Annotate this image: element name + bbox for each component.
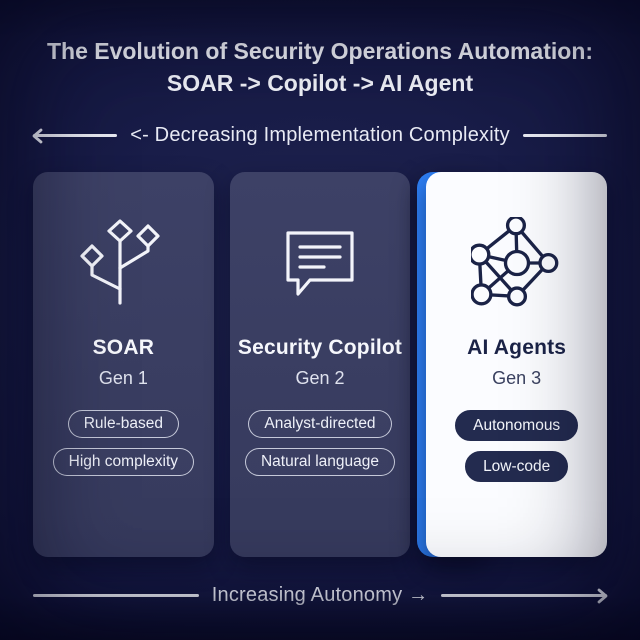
page-title-line2: SOAR -> Copilot -> AI Agent bbox=[166, 70, 474, 96]
tag-pill: Autonomous bbox=[455, 410, 579, 441]
card-security-copilot: Security Copilot Gen 2 Analyst-directed … bbox=[229, 172, 411, 557]
tag-pill: High complexity bbox=[52, 448, 195, 476]
card-ai-agents: AI Agents Gen 3 Autonomous Low-code bbox=[417, 172, 608, 557]
chat-bubble-icon bbox=[276, 218, 364, 308]
axis-label-autonomy: Increasing Autonomy → bbox=[211, 584, 429, 606]
card-title: Security Copilot bbox=[237, 336, 403, 359]
card-tags: Analyst-directed Natural language bbox=[244, 410, 396, 476]
chevron-left-icon bbox=[32, 128, 43, 143]
axis-line-right bbox=[441, 588, 608, 603]
workflow-branch-icon bbox=[79, 218, 167, 308]
card-title: SOAR bbox=[92, 336, 155, 359]
card-generation: Gen 2 bbox=[295, 368, 345, 388]
tag-pill: Analyst-directed bbox=[248, 410, 392, 438]
card-generation: Gen 1 bbox=[98, 368, 148, 388]
card-tags: Rule-based High complexity bbox=[52, 410, 195, 476]
axis-bottom-autonomy: Increasing Autonomy → bbox=[33, 584, 608, 607]
axis-line-right bbox=[522, 134, 608, 137]
page-title-line1: The Evolution of Security Operations Aut… bbox=[46, 38, 594, 64]
card-tags: Autonomous Low-code bbox=[455, 410, 579, 482]
page-title: The Evolution of Security Operations Aut… bbox=[0, 35, 640, 99]
card-title: AI Agents bbox=[467, 336, 567, 359]
card-security-copilot-surface: Security Copilot Gen 2 Analyst-directed … bbox=[229, 172, 411, 557]
axis-line-left bbox=[32, 128, 118, 143]
card-ai-agents-surface: AI Agents Gen 3 Autonomous Low-code bbox=[426, 172, 608, 557]
card-generation: Gen 3 bbox=[492, 368, 542, 388]
tag-pill: Low-code bbox=[465, 451, 569, 482]
axis-label-complexity: <- Decreasing Implementation Complexity bbox=[130, 124, 510, 146]
network-nodes-icon bbox=[470, 217, 563, 308]
cards-row: SOAR Gen 1 Rule-based High complexity bbox=[33, 172, 608, 557]
card-soar: SOAR Gen 1 Rule-based High complexity bbox=[33, 172, 214, 557]
axis-top-complexity: <- Decreasing Implementation Complexity bbox=[32, 124, 608, 147]
tag-pill: Rule-based bbox=[67, 410, 179, 438]
chevron-right-icon bbox=[597, 588, 608, 603]
tag-pill: Natural language bbox=[244, 448, 396, 476]
card-soar-surface: SOAR Gen 1 Rule-based High complexity bbox=[33, 172, 214, 557]
axis-line-left bbox=[33, 594, 199, 597]
